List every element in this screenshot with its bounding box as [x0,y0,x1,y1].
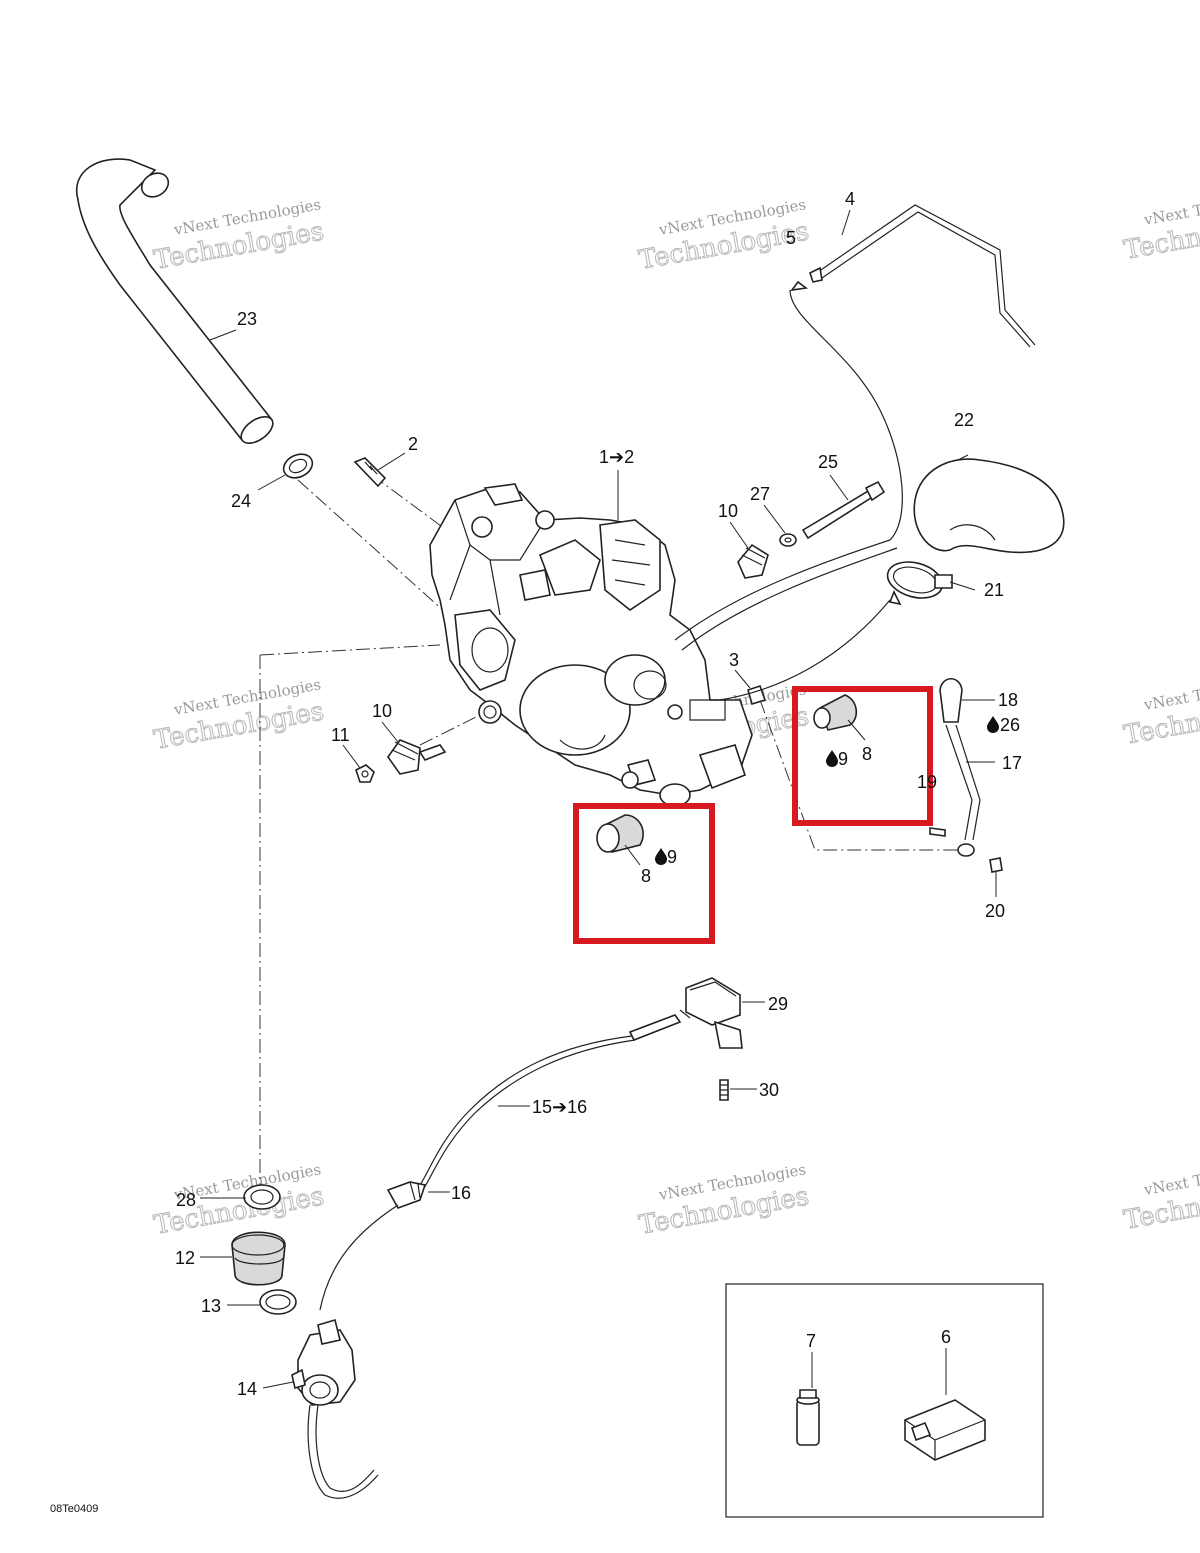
screw-part-20 [989,857,1003,873]
label-20: 20 [985,901,1005,921]
label-10-right: 10 [718,501,738,521]
inset-box [725,1283,1044,1518]
clamp-part-21 [886,561,953,599]
label-9-lower: 9 [667,847,677,867]
fitting-part-5 [809,266,823,283]
label-18: 18 [998,690,1018,710]
bolt-part-25 [801,480,886,540]
engine-part-1 [429,483,753,807]
watermark-text: vNext Technologies [1142,1155,1200,1199]
assembly-lines [259,474,960,1190]
label-27: 27 [750,484,770,504]
nut-part-11 [355,764,375,783]
adapter-part-12 [231,1231,286,1286]
label-21: 21 [984,580,1004,600]
label-17: 17 [1002,753,1022,773]
label-8-lower: 8 [641,866,651,886]
label-3: 3 [729,650,739,670]
watermark-text: vNext Technologies [1142,670,1200,714]
cap-part-8-lower [596,814,644,853]
label-8-upper: 8 [862,744,872,764]
highlight-box-lower [573,803,715,944]
module-part-6 [904,1399,986,1461]
drop-icons [655,716,999,865]
label-7: 7 [806,1331,816,1351]
clamp-part-24 [282,453,314,479]
sensor-part-10-right [737,543,769,579]
cable-adjuster-part-16 [319,1181,427,1311]
label-2: 2 [408,434,418,454]
label-5: 5 [786,228,796,248]
clamp-part-13 [259,1289,297,1315]
oil-drop-icon [987,716,999,733]
oil-drop-icon [826,750,838,767]
label-1-2: 1➔2 [599,447,634,467]
highlight-boxes [573,686,933,944]
label-26: 26 [1000,715,1020,735]
label-19: 19 [917,772,937,792]
watermark-text: vNext Technologies [1142,185,1200,229]
intake-tube-part-23 [75,158,274,444]
label-30: 30 [759,1080,779,1100]
drain-hose-part-17 [945,724,981,841]
bracket-part-29 [679,977,743,1049]
label-6: 6 [941,1327,951,1347]
label-24: 24 [231,491,251,511]
label-9-upper: 9 [838,749,848,769]
throttle-cable-part-15 [419,1014,682,1189]
cap-part-8-upper [813,694,858,731]
oil-drop-icon [655,848,667,865]
air-boot-part-22 [913,458,1065,554]
fuel-pump-part-7 [796,1389,820,1446]
part-labels: 1➔2 2 3 4 5 6 7 8 8 9 9 10 10 11 12 13 1… [175,189,1022,1399]
spark-plug-part-2 [353,457,387,488]
label-22: 22 [954,410,974,430]
washer-part-27 [779,533,797,547]
drain-plug-part-18 [939,677,963,723]
breather-tube-part-4 [817,204,1036,348]
label-4: 4 [845,189,855,209]
label-29: 29 [768,994,788,1014]
label-11: 11 [331,725,350,745]
label-10-left: 10 [372,701,392,721]
screw-part-30 [719,1079,729,1101]
hose-clip-part-19 [929,827,975,857]
highlight-box-upper [792,686,933,826]
label-28: 28 [176,1190,196,1210]
label-12: 12 [175,1248,195,1268]
label-14: 14 [237,1379,257,1399]
leader-lines [200,209,997,1395]
label-13: 13 [201,1296,221,1316]
carburetor-part-14 [291,1318,379,1499]
label-15-16: 15➔16 [532,1097,587,1117]
sensor-part-10-left [387,739,447,775]
ring-part-28 [243,1184,281,1210]
hoses [674,280,903,701]
label-23: 23 [237,309,257,329]
label-25: 25 [818,452,838,472]
label-16: 16 [451,1183,471,1203]
diagram-code: 08Te0409 [50,1503,98,1515]
